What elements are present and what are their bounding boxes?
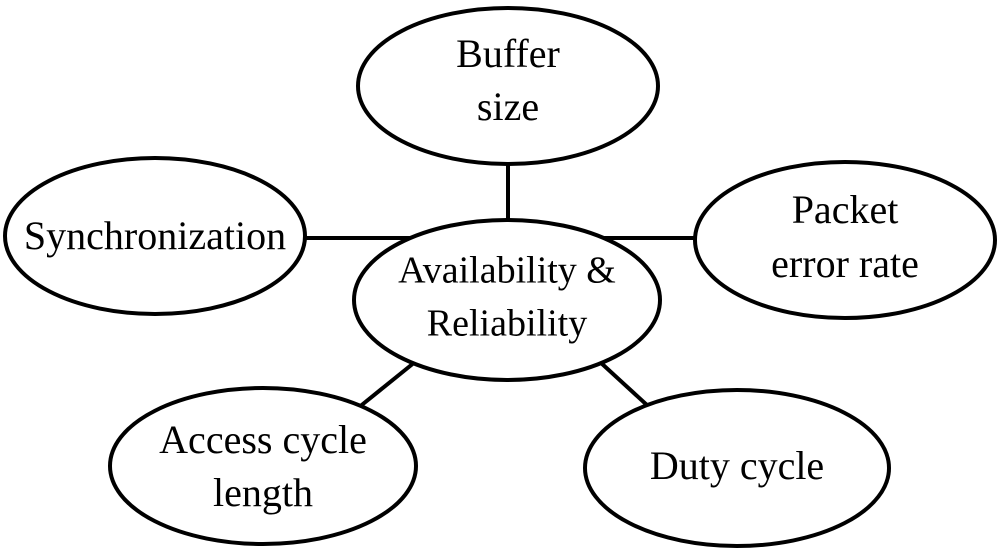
connector-center-duty-cycle bbox=[598, 360, 650, 408]
node-synchronization-line-1: Synchronization bbox=[24, 213, 286, 258]
node-packet-error-rate: Packet error rate bbox=[693, 160, 997, 320]
node-buffer-size-line-1: Buffer bbox=[456, 31, 560, 76]
node-buffer-size-line-2: size bbox=[477, 84, 539, 129]
node-synchronization-ellipse bbox=[3, 156, 307, 316]
node-duty-cycle-ellipse bbox=[583, 388, 891, 548]
node-duty-cycle: Duty cycle bbox=[583, 388, 891, 548]
node-buffer-size: Buffer size bbox=[356, 6, 660, 166]
node-access-cycle-length: Access cycle length bbox=[108, 386, 418, 546]
node-center-line-2: Reliability bbox=[427, 303, 587, 345]
node-buffer-size-ellipse bbox=[356, 6, 660, 166]
node-center: Availability & Reliability bbox=[352, 218, 662, 382]
node-packet-error-rate-line-1: Packet bbox=[792, 187, 899, 232]
node-access-cycle-length-ellipse bbox=[108, 386, 418, 546]
node-center-line-1: Availability & bbox=[398, 250, 616, 292]
connector-center-access-cycle-length bbox=[356, 360, 417, 410]
node-packet-error-rate-ellipse bbox=[693, 160, 997, 320]
node-synchronization: Synchronization bbox=[3, 156, 307, 316]
node-access-cycle-length-line-2: length bbox=[213, 470, 313, 515]
node-center-ellipse bbox=[352, 218, 662, 382]
node-duty-cycle-line-1: Duty cycle bbox=[650, 443, 824, 488]
node-access-cycle-length-line-1: Access cycle bbox=[159, 417, 367, 462]
node-packet-error-rate-line-2: error rate bbox=[771, 241, 919, 286]
